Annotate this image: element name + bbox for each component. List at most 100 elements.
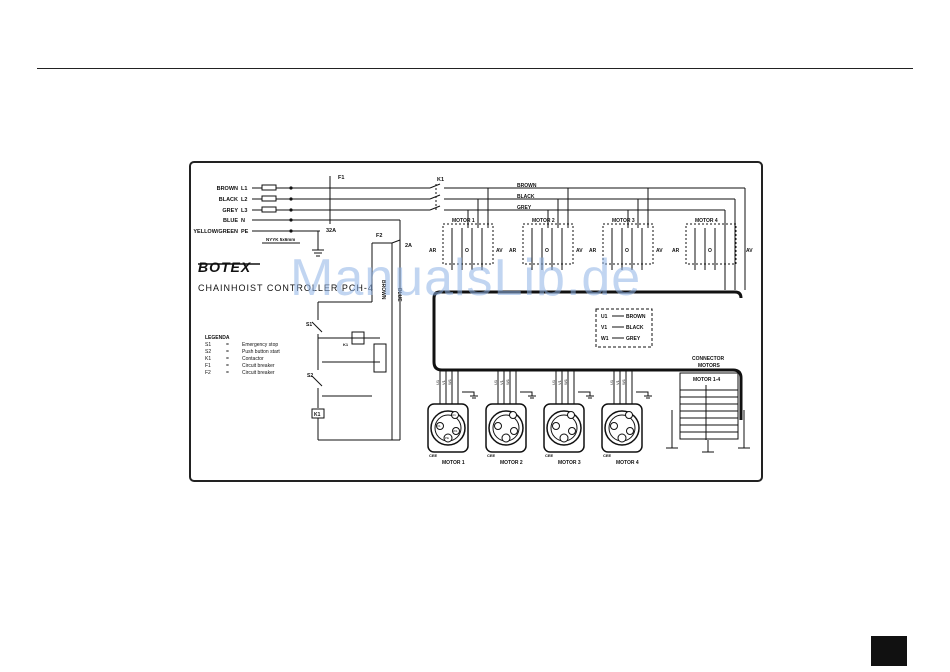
legend-code-2: S2 (205, 349, 211, 355)
plug1-wire-w1: W1 (447, 378, 452, 385)
pin-label-u1: U1 (452, 413, 456, 417)
input-line-4: N (241, 218, 245, 224)
av-label-4: AV (746, 248, 753, 254)
av-label-1: AV (496, 248, 503, 254)
legend-code-5: F2 (205, 370, 211, 376)
legend-desc-4: Circuit breaker (242, 363, 275, 369)
legend-desc-3: Contactor (242, 356, 264, 362)
legend-eq-4: = (226, 363, 229, 369)
plug3-wire-w1: W1 (563, 378, 568, 385)
connector-motor: MOTOR 1-4 (693, 377, 720, 383)
motor-plug-title-3: MOTOR 3 (558, 460, 581, 466)
connector-block: CONNECTOR MOTORS MOTOR 1-4 (666, 356, 750, 453)
schematic-frame (189, 161, 763, 482)
legend-desc-5: Circuit breaker (242, 370, 275, 376)
motor-plug-title-2: MOTOR 2 (500, 460, 523, 466)
fuse-ctrl-label: 2A (405, 243, 412, 249)
s1-label: S1 (306, 322, 312, 328)
k1-label: K1 (437, 177, 444, 183)
header-rule (37, 68, 913, 69)
motor-switch-group-4: MOTOR 4 AR O AV (672, 188, 753, 290)
s2-label: S2 (307, 373, 313, 379)
plug1-wire-v1: V1 (441, 379, 446, 385)
connector-subtitle: MOTORS (698, 363, 721, 369)
blue-vertical: BLUE (396, 288, 402, 302)
legend-code-1: S1 (205, 342, 211, 348)
o-label-1: O (465, 248, 469, 254)
motor-plug-1: U1 V1 W1 CEE MOTOR 1 (427, 370, 478, 466)
wire-black-label: BLACK (517, 194, 535, 200)
key-code-2: V1 (601, 325, 607, 331)
input-color-4: BLUE (223, 218, 238, 224)
contactor-k1: K1 (429, 177, 444, 212)
page-number-box (871, 636, 907, 666)
pin-label-w1: W1 (453, 429, 458, 433)
plug2-wire-v1: V1 (499, 379, 504, 385)
key-code-3: W1 (601, 336, 609, 342)
input-color-3: GREY (222, 208, 238, 214)
pin-label-v1: V1 (437, 424, 441, 428)
cee-label-4: CEE (603, 453, 612, 458)
motor-switch-group-3: MOTOR 3 AR O AV (589, 188, 663, 270)
brand-logo: BOTEX (198, 259, 252, 275)
legend-eq-3: = (226, 356, 229, 362)
input-line-5: PE (241, 229, 249, 235)
connector-title: CONNECTOR (692, 356, 725, 362)
motor-plug-title-4: MOTOR 4 (616, 460, 639, 466)
motor-switch-group-1: MOTOR 1 AR O AV (429, 188, 503, 270)
cee-label-3: CEE (545, 453, 554, 458)
input-line-1: L1 (241, 186, 247, 192)
input-line-3: L3 (241, 208, 247, 214)
logo: BOTEX CHAINHOIST CONTROLLER PCH-4 (198, 259, 374, 293)
motor-switch-title-2: MOTOR 2 (532, 218, 555, 224)
plug3-wire-u1: U1 (551, 379, 556, 385)
plug4-wire-v1: V1 (615, 379, 620, 385)
cable-label: NYYK 5x6mm (266, 237, 295, 242)
k1-aux-label: K1 (343, 342, 349, 347)
plug-pin-labels: U1 V1 W1 PE (437, 413, 458, 440)
av-label-3: AV (656, 248, 663, 254)
f2-label: F2 (376, 233, 382, 239)
key-name-2: BLACK (626, 325, 644, 331)
legend-code-3: K1 (205, 356, 211, 362)
o-label-3: O (625, 248, 629, 254)
legend-desc-1: Emergency stop (242, 342, 278, 348)
motor-plug-4: U1 V1 W1 CEE MOTOR 4 (601, 370, 652, 466)
cee-label-2: CEE (487, 453, 496, 458)
key-code-1: U1 (601, 314, 608, 320)
ar-label-4: AR (672, 248, 680, 254)
legend-eq-5: = (226, 370, 229, 376)
plug2-wire-u1: U1 (493, 379, 498, 385)
motor-switch-title-3: MOTOR 3 (612, 218, 635, 224)
plug1-wire-u1: U1 (435, 379, 440, 385)
fuse-main-label: 32A (326, 228, 336, 234)
brown-vertical: BROWN (380, 280, 386, 300)
input-color-2: BLACK (219, 197, 238, 203)
pin-label-pe: PE (445, 436, 449, 440)
plug3-wire-v1: V1 (557, 379, 562, 385)
motor-plug-2: U1 V1 W1 CEE MOTOR 2 (485, 370, 536, 466)
legend-title: LEGENDA (205, 335, 230, 341)
ar-label-3: AR (589, 248, 597, 254)
motor-plug-3: U1 V1 W1 CEE MOTOR 3 (543, 370, 594, 466)
cee-label-1: CEE (429, 453, 438, 458)
motor-switch-title-1: MOTOR 1 (452, 218, 475, 224)
motor-switch-title-4: MOTOR 4 (695, 218, 718, 224)
motor-switch-group-2: MOTOR 2 AR O AV (509, 188, 583, 270)
input-color-5: YELLOW/GREEN (193, 229, 238, 235)
logo-title: CHAINHOIST CONTROLLER PCH-4 (198, 283, 374, 293)
control-circuit: F2 2A BROWN BLUE S1 K1 S2 K1 (306, 233, 412, 441)
legend-code-4: F1 (205, 363, 211, 369)
colour-key: U1 BROWN V1 BLACK W1 GREY (595, 308, 653, 348)
cable-bus (432, 298, 743, 420)
o-label-2: O (545, 248, 549, 254)
legend-eq-2: = (226, 349, 229, 355)
plug4-wire-w1: W1 (621, 378, 626, 385)
plug2-wire-w1: W1 (505, 378, 510, 385)
breaker-f1: F1 32A (312, 175, 344, 257)
k1-coil-label: K1 (314, 412, 321, 418)
ar-label-1: AR (429, 248, 437, 254)
motor-plug-title-1: MOTOR 1 (442, 460, 465, 466)
ar-label-2: AR (509, 248, 517, 254)
